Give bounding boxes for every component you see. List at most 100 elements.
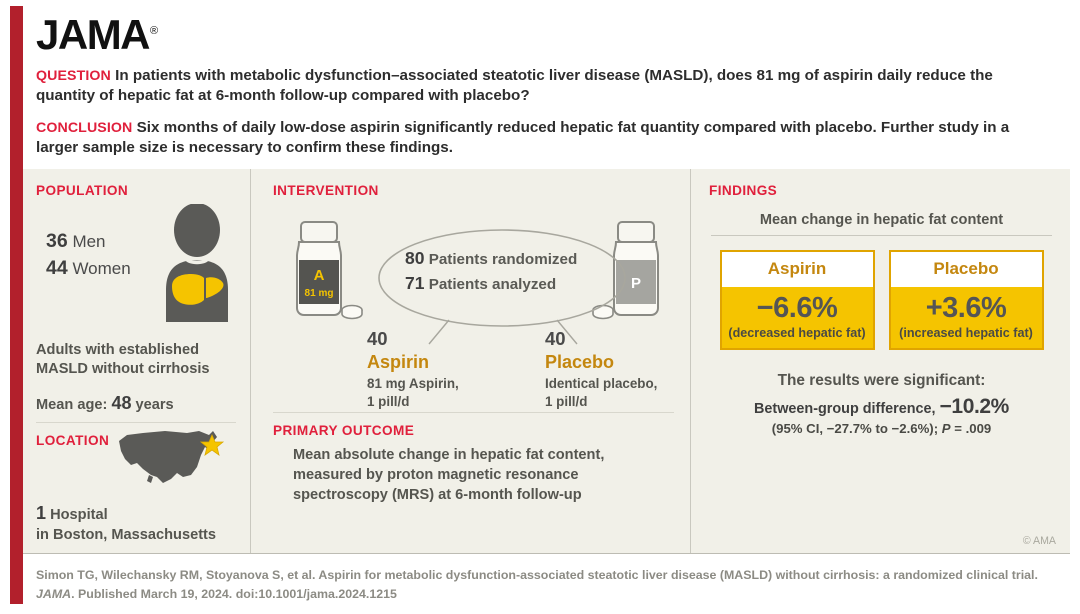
citation: Simon TG, Wilechansky RM, Stoyanova S, e… xyxy=(36,566,1056,604)
intervention-diagram: A 81 mg P xyxy=(273,204,674,409)
result-box-placebo: Placebo +3.6% (increased hepatic fat) xyxy=(888,250,1044,350)
question-label: QUESTION xyxy=(36,68,111,84)
result-box-placebo-body: +3.6% (increased hepatic fat) xyxy=(890,287,1042,348)
jama-logo: JAMA® xyxy=(36,14,158,56)
location-text: 1 Hospital in Boston, Massachusetts xyxy=(36,502,236,545)
between-group-value: −10.2% xyxy=(939,394,1010,418)
result-box-placebo-note: (increased hepatic fat) xyxy=(899,325,1033,340)
significance-block: The results were significant: Between-gr… xyxy=(709,372,1054,436)
arm-aspirin-n: 40 xyxy=(367,328,388,350)
registered-trademark-icon: ® xyxy=(150,25,159,37)
confidence-interval-line: (95% CI, −27.7% to −2.6%); P = .009 xyxy=(709,421,1054,436)
findings-subtitle: Mean change in hepatic fat content xyxy=(759,212,1004,229)
population-title: POPULATION xyxy=(36,183,129,199)
body-panels: POPULATION 36 Men 44 Women Adults w xyxy=(10,168,1070,554)
left-red-accent-bar xyxy=(10,6,23,604)
conclusion-label: CONCLUSION xyxy=(36,120,133,137)
arm-placebo-desc: Identical placebo, 1 pill/d xyxy=(545,375,695,411)
jama-logo-text: JAMA xyxy=(36,11,151,58)
age-prefix: Mean age: xyxy=(36,397,108,414)
question-text: In patients with metabolic dysfunction–a… xyxy=(36,67,993,105)
arm-aspirin-desc: 81 mg Aspirin, 1 pill/d xyxy=(367,375,517,411)
population-column: POPULATION 36 Men 44 Women Adults w xyxy=(10,169,250,553)
randomized-row: 80 Patients randomized xyxy=(405,246,577,271)
women-row: 44 Women xyxy=(46,255,158,281)
result-box-placebo-value: +3.6% xyxy=(925,292,1007,325)
header-section: JAMA® QUESTION In patients with metaboli… xyxy=(0,0,1080,169)
arm-aspirin: 40 Aspirin 81 mg Aspirin, 1 pill/d xyxy=(367,330,517,411)
usa-map-icon xyxy=(113,425,229,496)
placebo-bottle-icon: P xyxy=(592,220,668,329)
location-block: LOCATION xyxy=(36,431,236,496)
conclusion-text: Six months of daily low-dose aspirin sig… xyxy=(36,119,1010,157)
women-label: Women xyxy=(72,258,131,278)
p-italic: P xyxy=(941,420,951,436)
intervention-outcome-divider xyxy=(273,412,674,414)
result-box-aspirin: Aspirin −6.6% (decreased hepatic fat) xyxy=(719,250,875,350)
population-description: Adults with established MASLD without ci… xyxy=(36,342,210,378)
significance-headline: The results were significant: xyxy=(777,371,986,389)
result-box-placebo-label: Placebo xyxy=(890,252,1042,288)
location-count: 1 xyxy=(36,503,47,524)
footer-section: Simon TG, Wilechansky RM, Stoyanova S, e… xyxy=(10,553,1070,614)
randomization-ellipse xyxy=(377,226,627,371)
randomization-counts: 80 Patients randomized 71 Patients analy… xyxy=(405,246,577,296)
conclusion-block: CONCLUSION Six months of daily low-dose … xyxy=(36,118,1054,158)
citation-part2: . Published March 19, 2024. doi:10.1001/… xyxy=(71,587,397,602)
aspirin-bottle-dose: 81 mg xyxy=(305,288,334,299)
person-liver-icon xyxy=(158,203,236,327)
population-location-divider xyxy=(36,422,236,424)
arm-placebo: 40 Placebo Identical placebo, 1 pill/d xyxy=(545,330,695,411)
age-value: 48 xyxy=(111,393,132,414)
randomized-label: Patients randomized xyxy=(428,251,578,269)
arm-placebo-name: Placebo xyxy=(545,351,615,372)
citation-part1: Simon TG, Wilechansky RM, Stoyanova S, e… xyxy=(36,568,1038,583)
location-title: LOCATION xyxy=(36,433,110,449)
arm-aspirin-desc-1: 81 mg Aspirin, xyxy=(367,376,459,392)
findings-column: FINDINGS Mean change in hepatic fat cont… xyxy=(690,169,1070,554)
primary-outcome-text: Mean absolute change in hepatic fat cont… xyxy=(293,447,605,503)
conclusion-line: CONCLUSION Six months of daily low-dose … xyxy=(36,118,1054,158)
findings-result-boxes: Aspirin −6.6% (decreased hepatic fat) Pl… xyxy=(709,250,1054,350)
result-box-aspirin-body: −6.6% (decreased hepatic fat) xyxy=(721,287,873,348)
aspirin-bottle-icon: A 81 mg xyxy=(287,220,363,329)
analyzed-count: 71 xyxy=(405,273,425,294)
ama-credit: © AMA xyxy=(1022,535,1056,548)
intervention-title: INTERVENTION xyxy=(273,183,379,199)
location-heading-wrap: LOCATION xyxy=(36,433,109,452)
arm-aspirin-name: Aspirin xyxy=(367,351,430,372)
arm-placebo-desc-1: Identical placebo, xyxy=(545,376,658,392)
men-row: 36 Men xyxy=(46,228,158,254)
question-block: QUESTION In patients with metabolic dysf… xyxy=(36,66,1054,106)
placebo-bottle-letter: P xyxy=(631,275,641,292)
women-count: 44 xyxy=(46,256,68,279)
p-value: = .009 xyxy=(950,420,992,436)
between-group-label: Between-group difference, xyxy=(754,400,936,417)
primary-outcome-title: PRIMARY OUTCOME xyxy=(273,423,415,439)
location-count-label: Hospital xyxy=(50,507,108,524)
result-box-aspirin-label: Aspirin xyxy=(721,252,873,288)
arm-placebo-n: 40 xyxy=(545,328,566,350)
age-suffix: years xyxy=(135,397,174,414)
intervention-column: INTERVENTION A 81 mg xyxy=(250,169,690,554)
aspirin-bottle-letter: A xyxy=(314,267,325,284)
population-counts: 36 Men 44 Women xyxy=(36,202,158,281)
findings-rule xyxy=(711,235,1052,237)
arm-aspirin-desc-2: 1 pill/d xyxy=(367,394,410,410)
question-line: QUESTION In patients with metabolic dysf… xyxy=(36,66,1054,106)
arm-placebo-desc-2: 1 pill/d xyxy=(545,394,588,410)
randomized-count: 80 xyxy=(405,248,425,269)
between-group-line: Between-group difference, −10.2% xyxy=(709,395,1054,419)
population-age: Mean age: 48 years xyxy=(36,393,236,414)
analyzed-row: 71 Patients analyzed xyxy=(405,271,577,296)
result-box-aspirin-value: −6.6% xyxy=(756,292,838,325)
citation-journal: JAMA xyxy=(36,587,72,602)
ci-text: (95% CI, −27.7% to −2.6%); xyxy=(771,420,942,436)
population-top: 36 Men 44 Women xyxy=(36,202,236,327)
analyzed-label: Patients analyzed xyxy=(428,276,557,294)
men-count: 36 xyxy=(46,230,68,253)
location-place: in Boston, Massachusetts xyxy=(36,526,217,543)
men-label: Men xyxy=(72,232,106,252)
result-box-aspirin-note: (decreased hepatic fat) xyxy=(728,325,866,340)
